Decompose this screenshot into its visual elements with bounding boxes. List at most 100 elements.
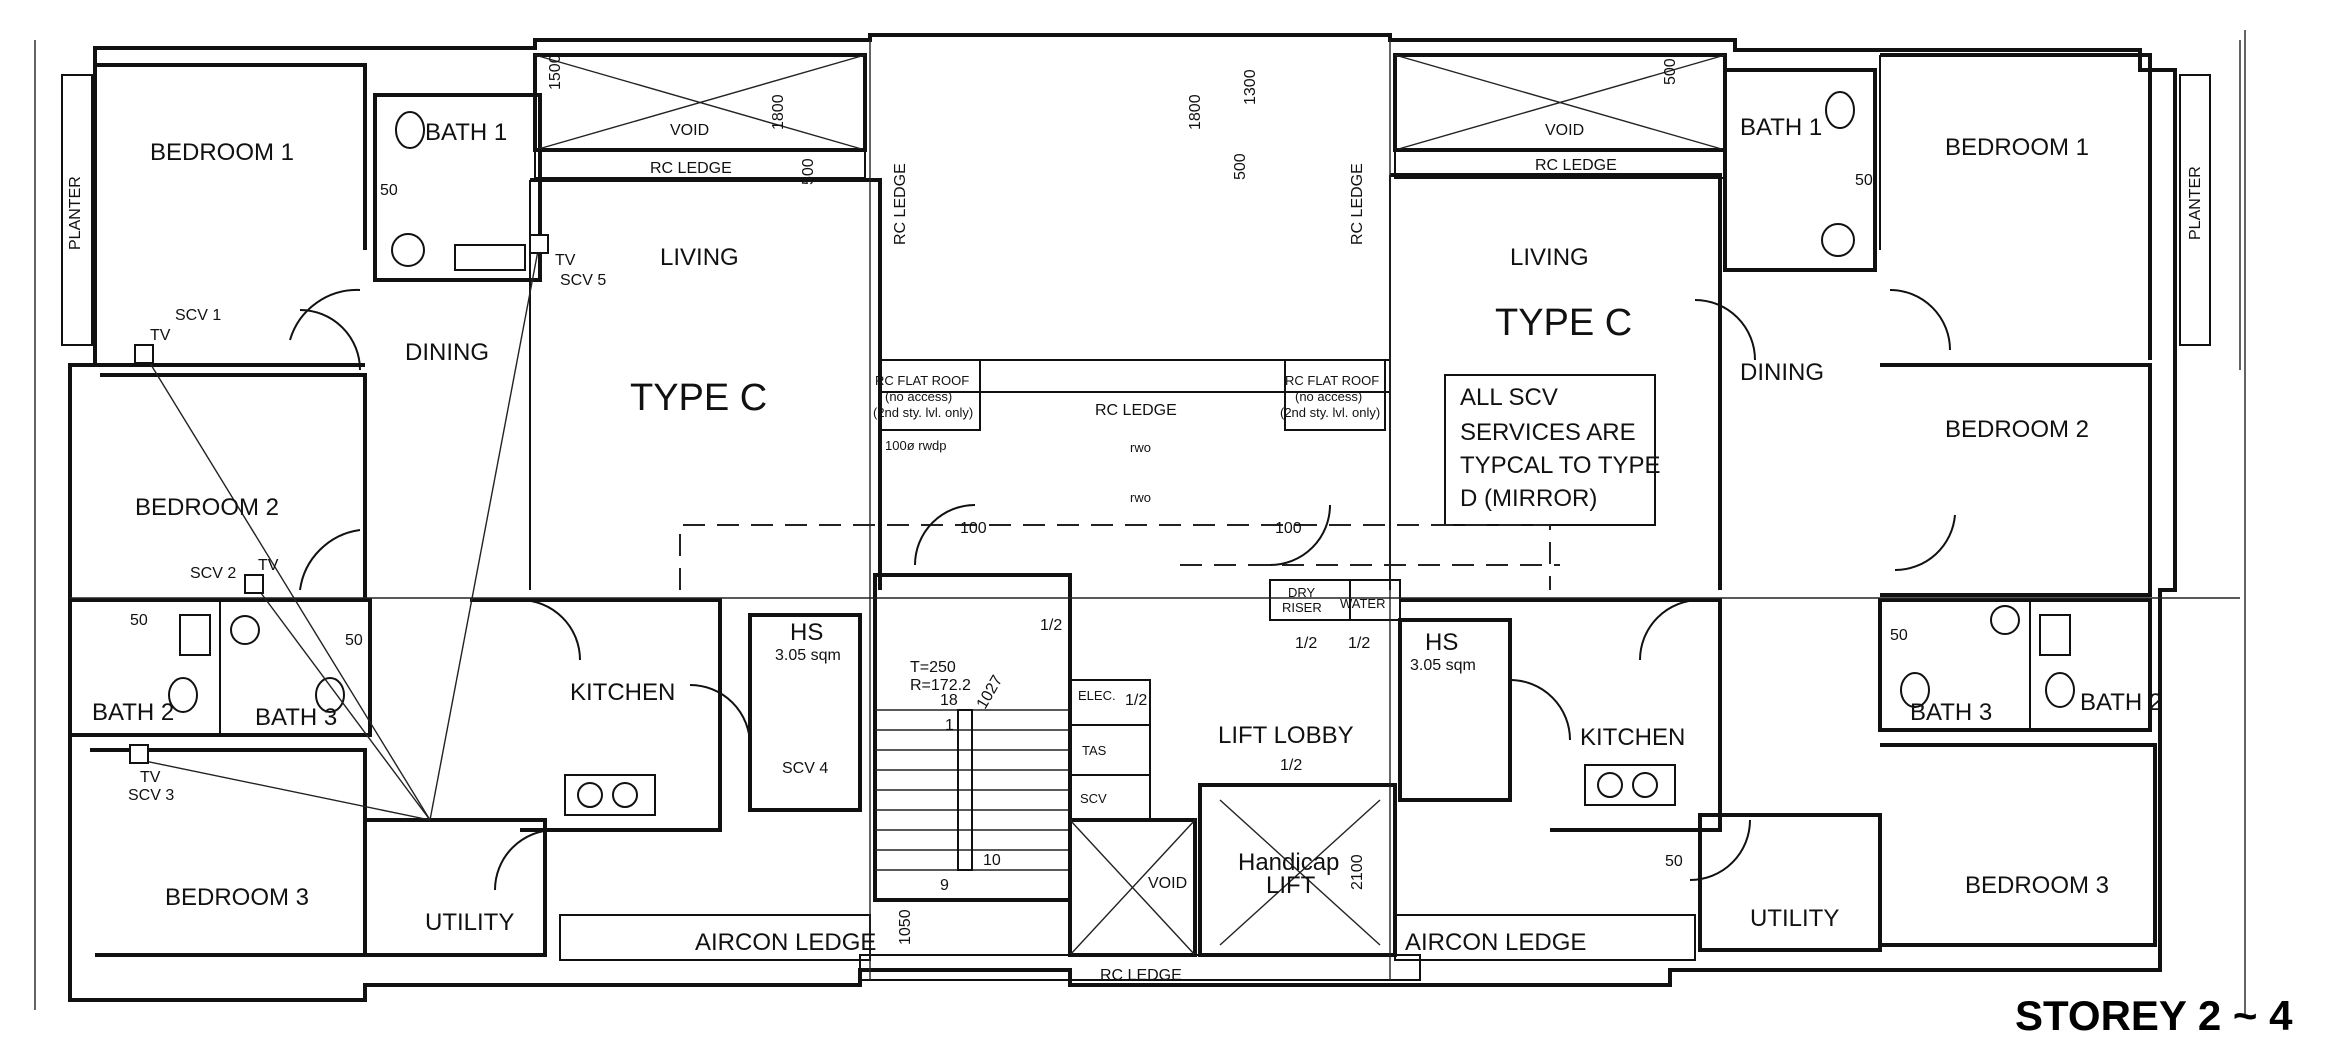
rc-ledge-vertical-right: RC LEDGE — [1349, 163, 1366, 245]
bath-2-left: BATH 2 — [92, 699, 174, 726]
rc-ledge-bottom: RC LEDGE — [1100, 967, 1182, 984]
scv-4: SCV 4 — [782, 760, 828, 777]
living-left: LIVING — [660, 244, 739, 271]
unit-left — [68, 53, 882, 961]
toilet-icon-2 — [168, 677, 198, 713]
rc-flat-roof-left: RC FLAT ROOF — [875, 373, 969, 388]
stair-riser: R=172.2 — [910, 677, 971, 694]
dim-1050: 1050 — [897, 909, 914, 945]
note-line-3: TYPCAL TO TYPE — [1460, 452, 1661, 479]
dim-50-2: 50 — [345, 632, 363, 649]
dim-50-3: 50 — [130, 612, 148, 629]
tv-1: TV — [150, 327, 171, 344]
toilet-icon — [395, 111, 425, 149]
dim-100-right: 100 — [1275, 520, 1302, 537]
second-sty-right: (2nd sty. lvl. only) — [1280, 405, 1380, 420]
bath-1-left — [373, 93, 542, 282]
dim-50-5: 50 — [1890, 627, 1908, 644]
dim-1027: 1027 — [974, 673, 1007, 712]
utility-left: UTILITY — [425, 909, 514, 936]
toilet-icon-3 — [315, 677, 345, 713]
outer-walls — [34, 30, 2246, 1015]
bedroom-3-left: BEDROOM 3 — [165, 884, 309, 911]
tas-label: TAS — [1082, 743, 1107, 758]
rwo-label-1: rwo — [1130, 440, 1151, 455]
bath-3-left: BATH 3 — [255, 704, 337, 731]
living-right: LIVING — [1510, 244, 1589, 271]
utility-right: UTILITY — [1750, 905, 1839, 932]
aircon-right: AIRCON LEDGE — [1405, 929, 1586, 956]
water-label: WATER — [1340, 596, 1386, 611]
elec-label: ELEC. — [1078, 688, 1116, 703]
dining-left: DINING — [405, 339, 489, 366]
dimensions: 1500 1800 500 1800 1300 500 500 1050 210… — [130, 54, 1908, 945]
dim-500-mid: 500 — [1232, 153, 1249, 180]
tv-5: TV — [555, 252, 576, 269]
scv-3: SCV 3 — [128, 787, 174, 804]
unit-right — [1389, 53, 2157, 961]
planter-right — [2179, 74, 2211, 346]
bath-3-right: BATH 3 — [1910, 699, 1992, 726]
note-line-1: ALL SCV — [1460, 384, 1558, 411]
dim-50-1: 50 — [380, 182, 398, 199]
household-shelter — [748, 613, 862, 812]
void-left-label: VOID — [670, 122, 709, 139]
scv-2: SCV 2 — [190, 565, 236, 582]
dim-100-left: 100 — [960, 520, 987, 537]
scv-core-label: SCV — [1080, 791, 1107, 806]
half-2: 1/2 — [1125, 692, 1147, 709]
note-line-2: SERVICES ARE — [1460, 419, 1636, 446]
room-labels: BEDROOM 1 BATH 1 DINING LIVING TYPE C BE… — [67, 114, 2204, 984]
half-4: 1/2 — [1295, 635, 1317, 652]
dim-1500-left: 1500 — [547, 54, 564, 90]
planter-right-label: PLANTER — [2187, 166, 2204, 240]
hs-right: HS — [1425, 629, 1458, 656]
hs-area-left: 3.05 sqm — [775, 647, 841, 664]
kitchen-left: KITCHEN — [570, 679, 675, 706]
dry-riser-1: DRY — [1288, 585, 1316, 600]
dim-1800-left: 1800 — [770, 94, 787, 130]
step-10: 10 — [983, 852, 1001, 869]
half-3: 1/2 — [1280, 757, 1302, 774]
type-c-left: TYPE C — [630, 377, 767, 419]
second-sty-left: (2nd sty. lvl. only) — [873, 405, 973, 420]
note-line-4: D (MIRROR) — [1460, 485, 1597, 512]
planter-left — [61, 74, 93, 346]
aircon-left: AIRCON LEDGE — [695, 929, 876, 956]
bath-1-left-label: BATH 1 — [425, 119, 507, 146]
no-access-right: (no access) — [1295, 389, 1362, 404]
hs-area-right: 3.05 sqm — [1410, 657, 1476, 674]
dim-500-left: 500 — [800, 158, 817, 185]
scv-5: SCV 5 — [560, 272, 606, 289]
step-18: 18 — [940, 692, 958, 709]
tv-3: TV — [140, 769, 161, 786]
step-1: 1 — [945, 717, 954, 734]
stair-tread: T=250 — [910, 659, 956, 676]
scv-1: SCV 1 — [175, 307, 221, 324]
dim-1300-mid: 1300 — [1242, 69, 1259, 105]
dim-500-right: 500 — [1662, 58, 1679, 85]
planter-left-label: PLANTER — [67, 176, 84, 250]
rwdp-label: 100ø rwdp — [885, 438, 946, 453]
rc-ledge-right: RC LEDGE — [1535, 157, 1617, 174]
rwo-label-2: rwo — [1130, 490, 1151, 505]
no-access-left: (no access) — [885, 389, 952, 404]
half-5: 1/2 — [1348, 635, 1370, 652]
basin-icon — [179, 614, 211, 656]
dim-50-4: 50 — [1855, 172, 1873, 189]
bath-1-right-label: BATH 1 — [1740, 114, 1822, 141]
lift-label-2: LIFT — [1266, 872, 1316, 899]
kitchen-right: KITCHEN — [1580, 724, 1685, 751]
type-c-right: TYPE C — [1495, 302, 1632, 344]
lift-lobby: LIFT LOBBY — [1218, 722, 1354, 749]
storey-title: STOREY 2 ~ 4 — [2015, 992, 2293, 1039]
bedroom-1-right: BEDROOM 1 — [1945, 134, 2089, 161]
tv-2: TV — [258, 557, 279, 574]
lift-label-1: Handicap — [1238, 849, 1339, 876]
dim-1800-mid: 1800 — [1187, 94, 1204, 130]
dining-right: DINING — [1740, 359, 1824, 386]
hs-left: HS — [790, 619, 823, 646]
dim-2100: 2100 — [1349, 854, 1366, 890]
bedroom-1-left: BEDROOM 1 — [150, 139, 294, 166]
